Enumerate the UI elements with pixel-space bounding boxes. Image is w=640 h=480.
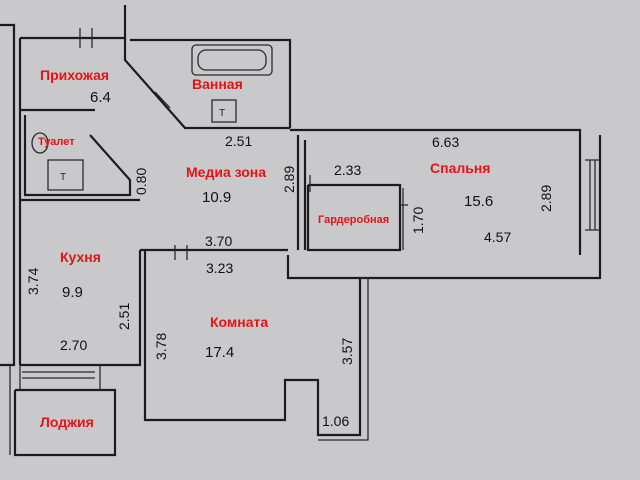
- bathtub-icon: [191, 44, 273, 76]
- sink-icon: [211, 99, 237, 123]
- door-mark: [79, 28, 93, 48]
- dim-2-33: 2.33: [334, 162, 361, 178]
- door-mark: [174, 245, 188, 260]
- room-name-wardrobe: Гардеробная: [318, 214, 389, 226]
- fixtures: T T: [31, 28, 408, 260]
- dimension-labels: 2.51 6.63 2.33 4.57 3.70 3.23 2.70 1.06 …: [25, 133, 554, 429]
- inner-walls: [20, 38, 404, 252]
- dim-6-63: 6.63: [432, 134, 459, 150]
- dim-3-23: 3.23: [206, 260, 233, 276]
- room-area-room: 17.4: [205, 344, 234, 361]
- door-mark: [154, 91, 171, 109]
- dim-3-78: 3.78: [153, 333, 169, 360]
- dim-4-57: 4.57: [484, 229, 511, 245]
- dim-3-70: 3.70: [205, 233, 232, 249]
- room-area-bedroom: 15.6: [464, 193, 493, 210]
- room-name-bathroom: Ванная: [192, 76, 243, 92]
- dim-3-57: 3.57: [339, 338, 355, 365]
- dim-2-51-top: 2.51: [225, 133, 252, 149]
- svg-text:T: T: [60, 172, 66, 183]
- dim-0-80: 0.80: [133, 168, 149, 195]
- room-area-kitchen: 9.9: [62, 284, 83, 301]
- room-area-hallway: 6.4: [90, 89, 111, 106]
- svg-text:T: T: [219, 108, 225, 119]
- room-name-hallway: Прихожая: [40, 67, 109, 83]
- room-name-bedroom: Спальня: [430, 160, 490, 176]
- dim-2-51-kitchen: 2.51: [116, 303, 132, 330]
- dim-3-74: 3.74: [25, 268, 41, 295]
- dim-1-70: 1.70: [410, 207, 426, 234]
- room-name-loggia: Лоджия: [40, 414, 94, 430]
- toilet-sink-icon: [47, 159, 84, 191]
- dim-2-70: 2.70: [60, 337, 87, 353]
- room-name-toilet: Туалет: [38, 136, 75, 148]
- room-name-media: Медиа зона: [186, 164, 266, 180]
- room-name-room: Комната: [210, 314, 268, 330]
- room-labels: Прихожая 6.4 Ванная Туалет Медиа зона 10…: [38, 67, 493, 430]
- dim-2-89-media: 2.89: [281, 166, 297, 193]
- dim-1-06: 1.06: [322, 413, 349, 429]
- room-name-kitchen: Кухня: [60, 249, 101, 265]
- dim-2-89-bedroom: 2.89: [538, 185, 554, 212]
- toilet-bowl-icon: [31, 132, 49, 154]
- room-area-media: 10.9: [202, 189, 231, 206]
